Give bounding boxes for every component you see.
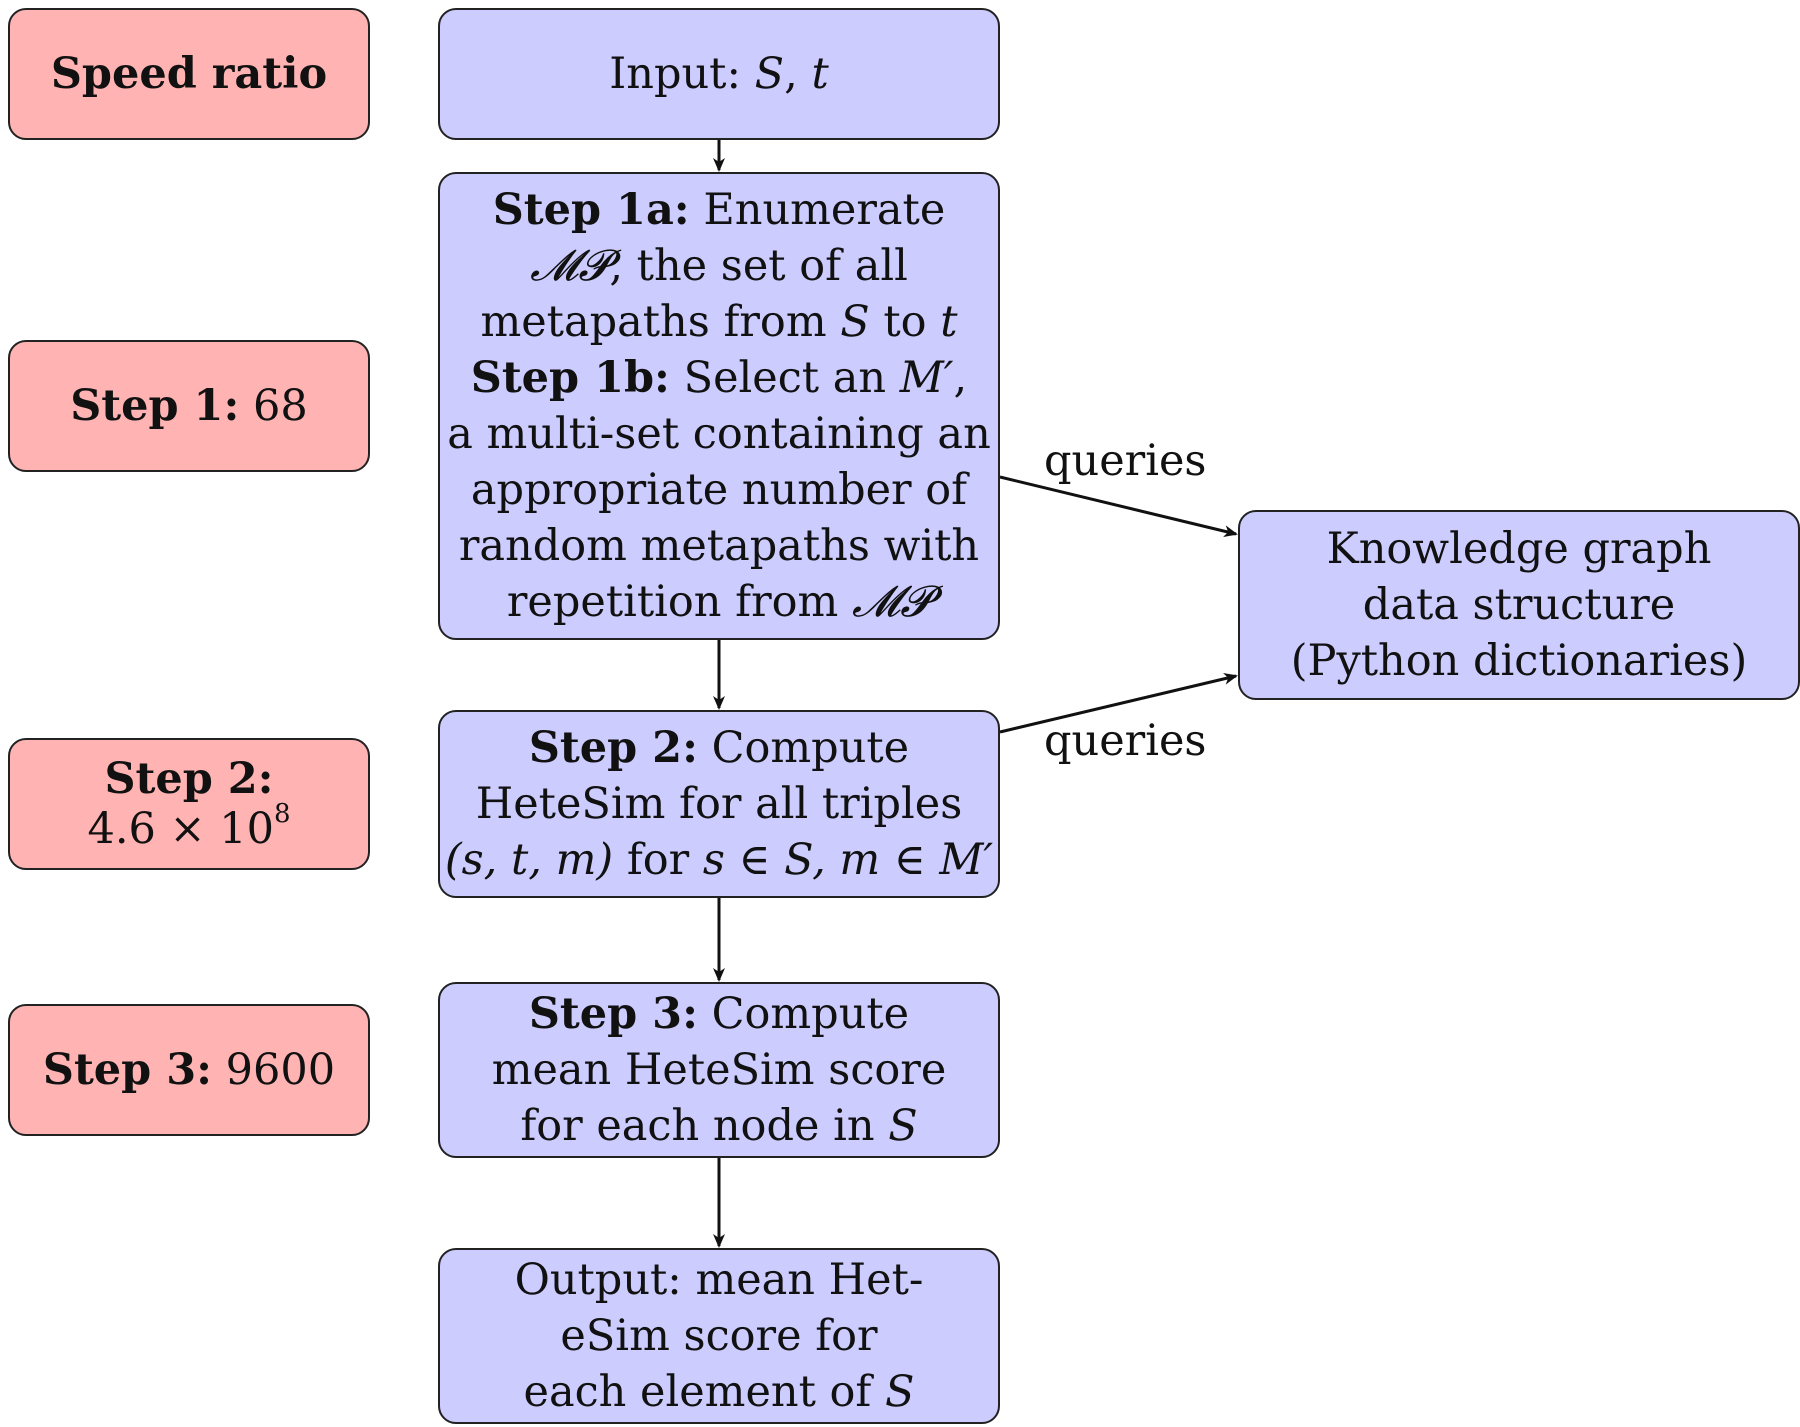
step1-line8: repetition from 𝓜𝓟 bbox=[506, 577, 932, 627]
knowledge-line1: Knowledge graph bbox=[1326, 524, 1712, 574]
input-box: Input: S, t bbox=[438, 8, 1000, 140]
step3-box: Step 3: Compute mean HeteSim score for e… bbox=[438, 982, 1000, 1158]
arrow-step1-queries-kg bbox=[999, 475, 1238, 538]
speed-step3-box: Step 3: 9600 bbox=[8, 1004, 370, 1136]
speed-step1-text: Step 1: 68 bbox=[70, 381, 308, 431]
speed-ratio-header: Speed ratio bbox=[50, 49, 328, 99]
step1-line5: a multi-set containing an bbox=[447, 409, 991, 459]
step3-line2: mean HeteSim score bbox=[491, 1045, 947, 1095]
speed-step2-label: Step 2: bbox=[104, 754, 274, 804]
knowledge-graph-box: Knowledge graph data structure (Python d… bbox=[1238, 510, 1800, 700]
speed-step2-value: 4.6 × 108 bbox=[87, 798, 291, 854]
step1-line2: 𝓜𝓟, the set of all bbox=[530, 241, 908, 291]
output-line3: each element of S bbox=[523, 1367, 915, 1417]
output-line2: eSim score for bbox=[560, 1311, 878, 1361]
knowledge-line3: (Python dictionaries) bbox=[1290, 636, 1748, 686]
step3-line3: for each node in S bbox=[520, 1101, 918, 1151]
speed-step2-box: Step 2: 4.6 × 108 bbox=[8, 738, 370, 870]
step2-line1: Step 2: Compute bbox=[528, 723, 910, 773]
step1-line3: metapaths from S to t bbox=[480, 297, 958, 347]
step1-line7: random metapaths with bbox=[458, 521, 980, 571]
knowledge-line2: data structure bbox=[1362, 580, 1676, 630]
speed-ratio-header-box: Speed ratio bbox=[8, 8, 370, 140]
step1-line6: appropriate number of bbox=[470, 465, 968, 515]
step1b-line: Step 1b: Select an M′, bbox=[470, 353, 968, 403]
step1-box: Step 1a: Enumerate 𝓜𝓟, the set of all me… bbox=[438, 172, 1000, 640]
arrow-step2-queries-kg bbox=[999, 672, 1238, 734]
step2-box: Step 2: Compute HeteSim for all triples … bbox=[438, 710, 1000, 898]
queries-label-1: queries bbox=[1044, 436, 1207, 486]
input-text: Input: S, t bbox=[609, 49, 829, 99]
queries-label-2: queries bbox=[1044, 716, 1207, 766]
step2-line3: (s, t, m) for s ∈ S, m ∈ M′ bbox=[444, 835, 994, 885]
speed-step3-text: Step 3: 9600 bbox=[42, 1045, 336, 1095]
output-line1: Output: mean Het- bbox=[514, 1255, 924, 1305]
step2-line2: HeteSim for all triples bbox=[475, 779, 963, 829]
output-box: Output: mean Het- eSim score for each el… bbox=[438, 1248, 1000, 1424]
step3-line1: Step 3: Compute bbox=[528, 989, 910, 1039]
speed-step1-box: Step 1: 68 bbox=[8, 340, 370, 472]
step1a-line: Step 1a: Enumerate bbox=[492, 185, 946, 235]
